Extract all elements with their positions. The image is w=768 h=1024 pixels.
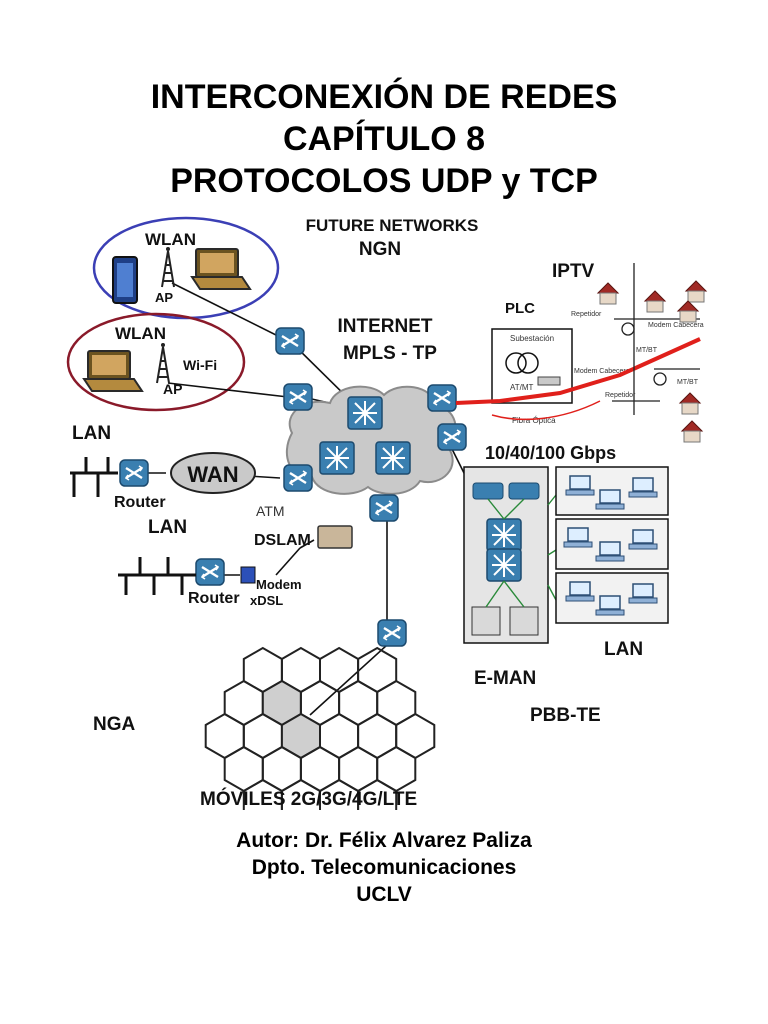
modem-xdsl-label-1: Modem <box>256 577 302 592</box>
house-icon-1 <box>597 282 619 305</box>
eman-switch-1 <box>472 482 504 500</box>
hex-cell <box>242 778 283 810</box>
modem-cabecera-1-label: Modem Cabecera <box>574 368 630 375</box>
eman-core-switch-2 <box>486 548 522 582</box>
switch-icon-core-3 <box>375 441 411 475</box>
department-line: Dpto. Telecomunicaciones <box>251 856 517 879</box>
switch-icon-core-2 <box>319 441 355 475</box>
dslam-icon <box>317 525 353 549</box>
wifi-label: Wi-Fi <box>183 357 217 373</box>
repetidor-2-label: Repetidor <box>605 392 636 399</box>
laptop-icon-top <box>191 248 251 290</box>
moviles-label: MÓVILES 2G/3G/4G/LTE <box>200 788 417 810</box>
house-icon-6 <box>681 420 703 443</box>
subestacion-box <box>491 328 573 404</box>
antenna-icon-top <box>161 246 175 288</box>
wlan-bottom-ellipse <box>66 312 246 412</box>
title-line-3: PROTOCOLOS UDP y TCP <box>170 162 598 200</box>
antenna-icon-bottom <box>156 342 170 384</box>
wlan-top-ellipse <box>92 216 280 320</box>
eman-switch-2 <box>508 482 540 500</box>
plc-label: PLC <box>505 300 535 317</box>
router-icon-lan-1 <box>118 458 150 488</box>
ngn-label: NGN <box>359 239 401 260</box>
router-icon-lan-2 <box>194 557 226 587</box>
laptop-icon-bottom <box>83 350 143 392</box>
university-line: UCLV <box>356 883 412 906</box>
mt-bt-2-label: MT/BT <box>677 379 699 386</box>
house-icon-3 <box>685 280 707 303</box>
house-icon-2 <box>644 290 666 313</box>
eman-server-2 <box>509 606 539 636</box>
at-mt-label: AT/MT <box>510 383 534 392</box>
modem-xdsl-label-2: xDSL <box>250 593 283 608</box>
lan-1-bus <box>70 457 118 497</box>
house-icon-4 <box>677 300 699 323</box>
mpls-label: MPLS - TP <box>343 343 437 364</box>
house-icon-5 <box>679 392 701 415</box>
speeds-label: 10/40/100 Gbps <box>485 443 616 463</box>
internet-label: INTERNET <box>338 316 433 337</box>
modem-cabecera-icon <box>537 376 561 386</box>
router-icon-eman <box>436 422 468 452</box>
switch-icon-core-1 <box>347 396 383 430</box>
network-diagram: WAN WLAN AP WLAN Wi-Fi AP FUTURE NETWORK… <box>66 216 707 810</box>
modem-icon <box>240 566 256 584</box>
eman-core-switch-1 <box>486 518 522 552</box>
modem-cabecera-2-label: Modem Cabecera <box>648 322 704 329</box>
iptv-label: IPTV <box>552 261 595 282</box>
eman-label: E-MAN <box>474 668 536 689</box>
lan-3-label: LAN <box>604 639 643 660</box>
hex-cell <box>319 778 360 810</box>
router-icon-plc <box>426 383 458 413</box>
router-icon-mobile-upper <box>368 493 400 523</box>
router-icon-wlan-top <box>274 326 306 356</box>
router-icon-mobile-lower <box>376 618 408 648</box>
lan-2-label: LAN <box>148 517 187 538</box>
title-line-2: CAPÍTULO 8 <box>282 120 486 158</box>
fibra-optica-label: Fibra Óptica <box>512 416 556 425</box>
eman-server-1 <box>471 606 501 636</box>
mt-bt-1-label: MT/BT <box>636 347 658 354</box>
dslam-label: DSLAM <box>254 532 311 549</box>
future-networks-label: FUTURE NETWORKS <box>306 216 479 235</box>
title-line-1: INTERCONEXIÓN DE REDES <box>150 78 618 116</box>
ap-top-label: AP <box>155 290 173 305</box>
atm-label: ATM <box>256 503 285 519</box>
wlan-bottom-label: WLAN <box>115 324 166 343</box>
power-lines <box>612 263 700 415</box>
fiber-line <box>455 337 701 405</box>
lan-1-label: LAN <box>72 423 111 444</box>
wlan-top-label: WLAN <box>145 230 196 249</box>
nga-label: NGA <box>93 714 136 735</box>
router-1-label: Router <box>114 494 166 511</box>
router-icon-wlan-bottom <box>282 382 314 412</box>
ap-bottom-label: AP <box>163 381 182 397</box>
router-icon-atm <box>282 463 314 493</box>
author-line: Autor: Dr. Félix Alvarez Paliza <box>236 829 532 852</box>
router-2-label: Router <box>188 590 240 607</box>
repetidor-1-label: Repetidor <box>571 311 602 318</box>
hex-cell <box>280 778 321 810</box>
pbbte-label: PBB-TE <box>530 705 601 726</box>
subestacion-label: Subestación <box>510 334 554 343</box>
wan-label: WAN <box>187 462 238 487</box>
wan-cloud <box>170 452 256 494</box>
hex-cell <box>357 778 398 810</box>
lan-2-bus <box>118 557 196 595</box>
cellular-hex-grid <box>204 646 436 810</box>
